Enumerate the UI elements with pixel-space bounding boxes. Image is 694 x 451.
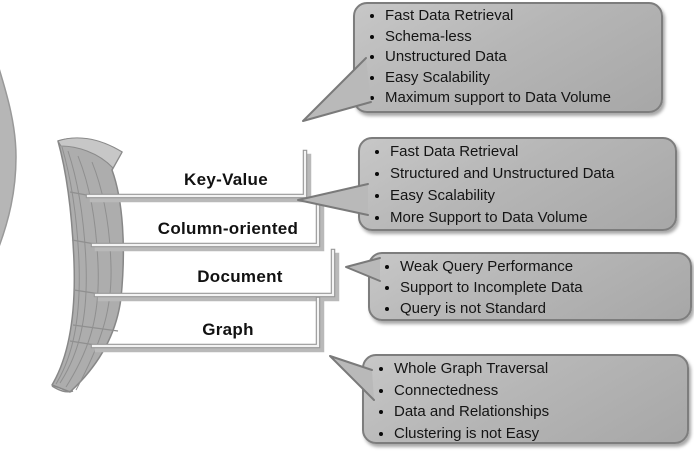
category-label-column-oriented: Column-oriented <box>157 219 299 238</box>
callout-list: Weak Query Performance Support to Incomp… <box>370 254 690 319</box>
callout-item: Weak Query Performance <box>400 256 686 277</box>
callout-item: Clustering is not Easy <box>394 423 683 445</box>
bracket-graph <box>90 296 325 353</box>
category-brackets <box>85 149 340 353</box>
callout-item: Unstructured Data <box>385 47 657 68</box>
callout-item: Fast Data Retrieval <box>385 6 657 27</box>
category-label-document: Document <box>197 267 283 286</box>
band-top-facet <box>57 137 123 169</box>
callout-item: Whole Graph Traversal <box>394 358 683 380</box>
category-label-graph: Graph <box>202 320 254 339</box>
bracket-document <box>93 248 340 302</box>
callout-item: Easy Scalability <box>385 68 657 89</box>
callout-item: Data and Relationships <box>394 401 683 423</box>
callout-item: Easy Scalability <box>390 185 671 207</box>
callout-list: Fast Data Retrieval Structured and Unstr… <box>360 139 675 229</box>
callout-item: Support to Incomplete Data <box>400 277 686 298</box>
callout-item: Maximum support to Data Volume <box>385 88 657 109</box>
callout-list: Fast Data Retrieval Schema-less Unstruct… <box>355 4 661 109</box>
callout-item: Fast Data Retrieval <box>390 141 671 163</box>
callout-item: Query is not Standard <box>400 298 686 319</box>
callout-key-value: Fast Data Retrieval Schema-less Unstruct… <box>353 2 663 113</box>
band-bottom-edge <box>51 385 74 393</box>
callout-graph: Whole Graph Traversal Connectedness Data… <box>362 354 689 444</box>
callout-item: Schema-less <box>385 27 657 48</box>
category-label-key-value: Key-Value <box>184 170 268 189</box>
callout-column-oriented: Fast Data Retrieval Structured and Unstr… <box>358 137 677 231</box>
callout-item: Structured and Unstructured Data <box>390 163 671 185</box>
callout-document: Weak Query Performance Support to Incomp… <box>368 252 692 321</box>
left-ellipse-shape <box>0 69 17 247</box>
callout-item: Connectedness <box>394 380 683 402</box>
callout-item: More Support to Data Volume <box>390 207 671 229</box>
callout-list: Whole Graph Traversal Connectedness Data… <box>364 356 687 444</box>
